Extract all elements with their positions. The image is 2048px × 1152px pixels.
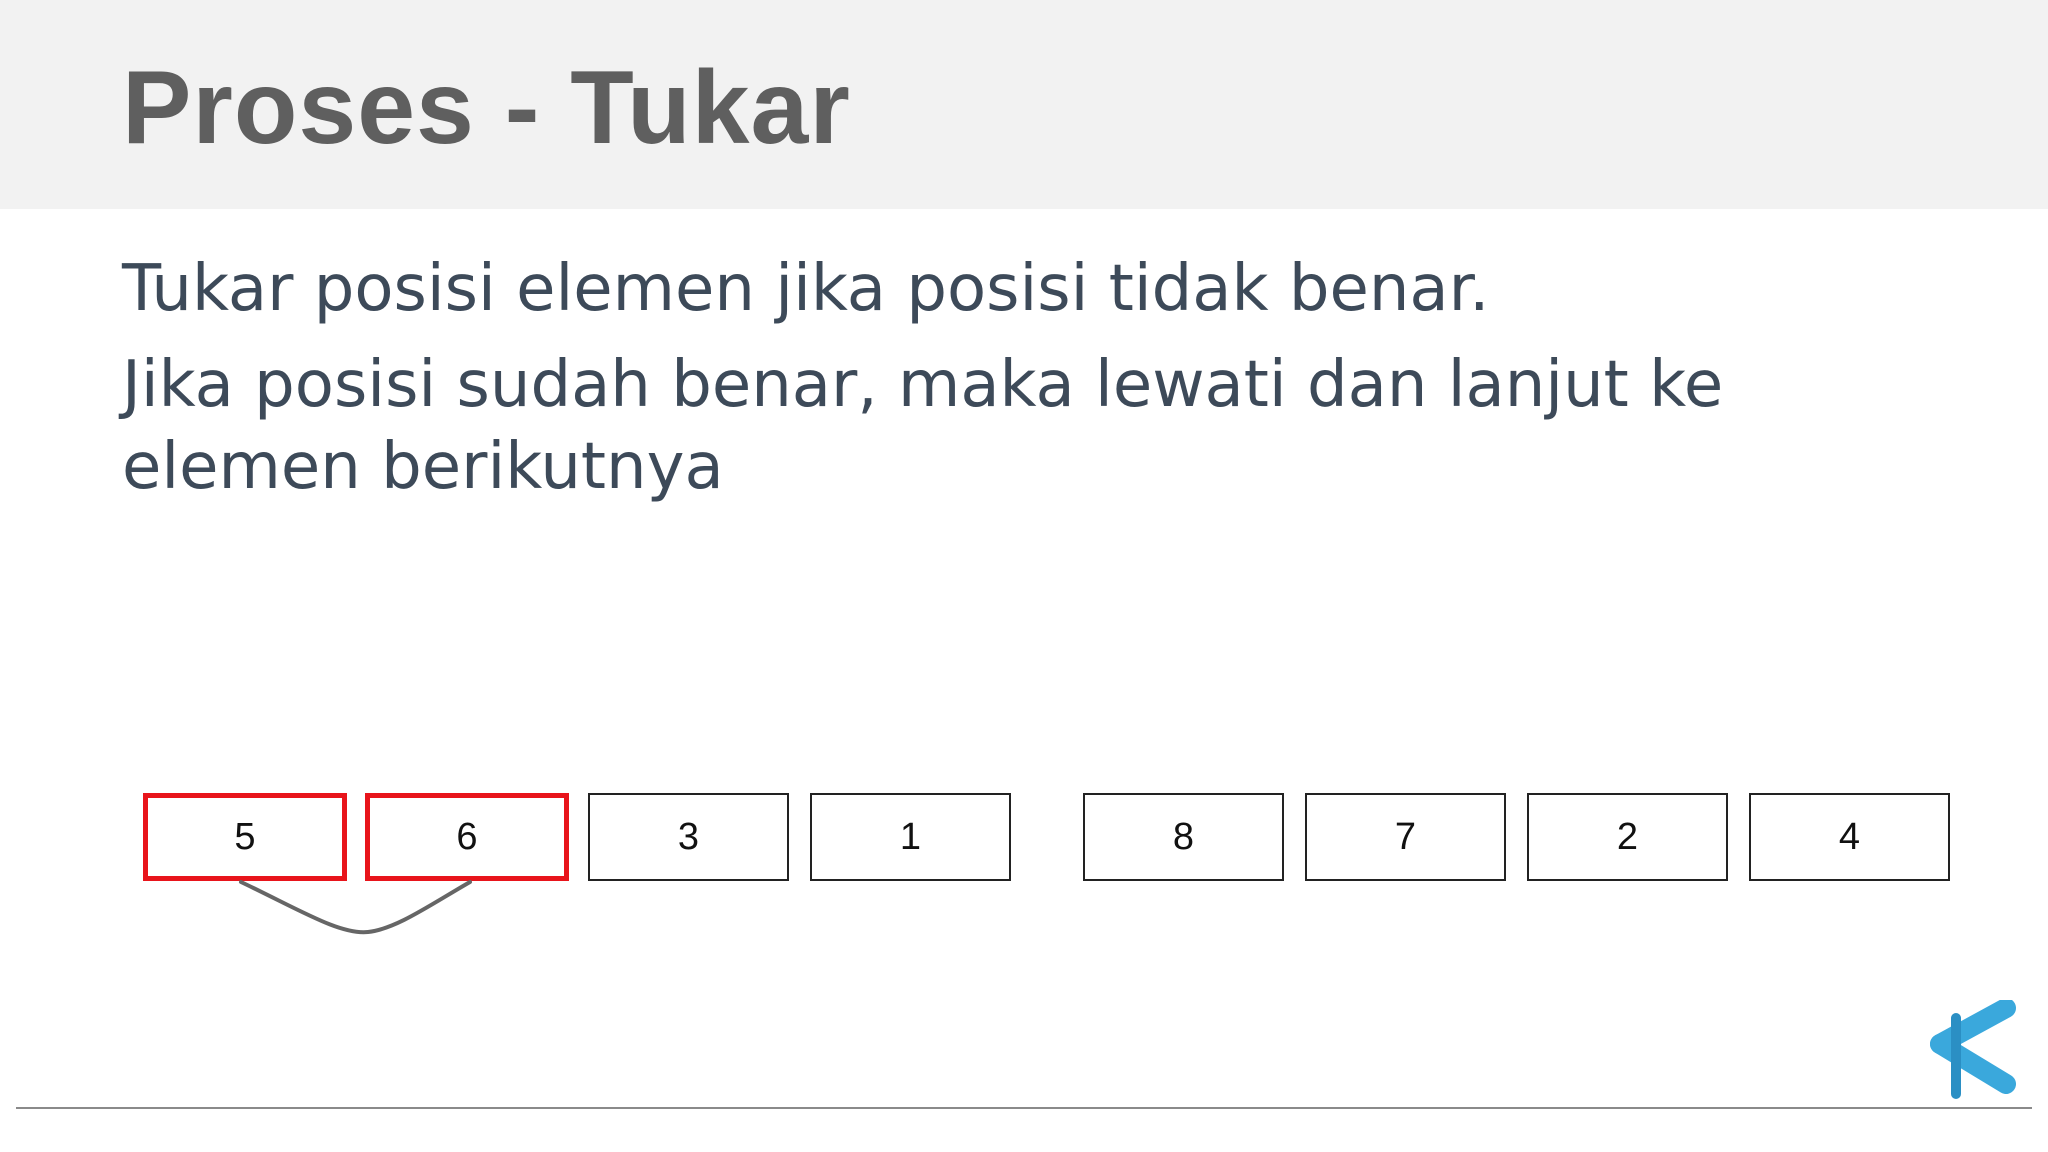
array-cell-3: 1	[810, 793, 1011, 881]
array-cell-7: 4	[1749, 793, 1950, 881]
array-cell-2: 3	[588, 793, 789, 881]
k-arrow-logo-icon	[1930, 1000, 2016, 1099]
array-cell-5: 7	[1305, 793, 1506, 881]
array-cell-6: 2	[1527, 793, 1728, 881]
slide-body: Tukar posisi elemen jika posisi tidak be…	[122, 248, 1982, 522]
paragraph-1: Tukar posisi elemen jika posisi tidak be…	[122, 252, 1490, 326]
page-title: Proses - Tukar	[122, 50, 851, 166]
array-cell-0: 5	[143, 793, 347, 881]
title-bar: Proses - Tukar	[0, 0, 2048, 209]
footer-divider	[16, 1107, 2032, 1109]
array-cell-1: 6	[365, 793, 569, 881]
array-cell-4: 8	[1083, 793, 1284, 881]
paragraph-2: Jika posisi sudah benar, maka lewati dan…	[122, 348, 1724, 504]
